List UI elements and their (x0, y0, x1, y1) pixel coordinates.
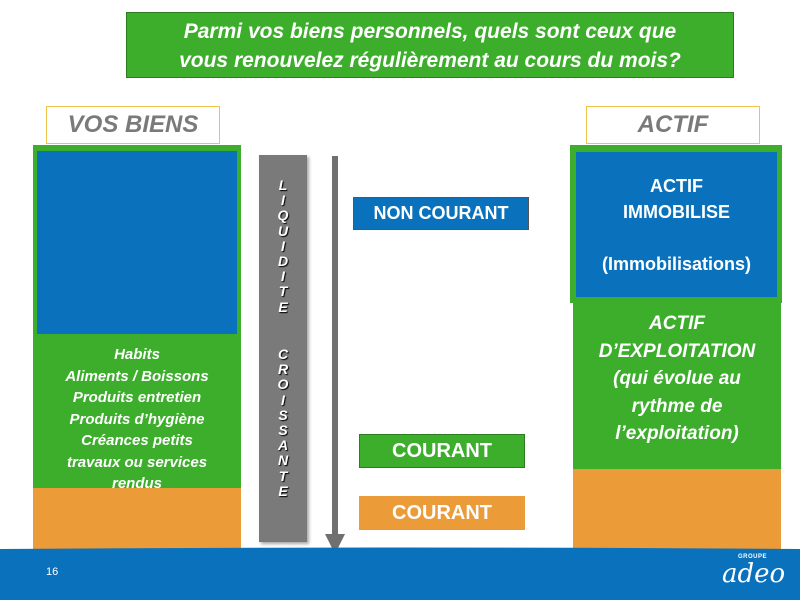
text-line: ACTIF (650, 176, 703, 196)
letter: I (281, 192, 285, 209)
actif-exploitation-text: ACTIF D’EXPLOITATION (qui évolue au ryth… (573, 310, 781, 448)
letter: E (278, 482, 288, 499)
text-line: D’EXPLOITATION (598, 340, 756, 362)
letter: I (281, 391, 285, 408)
adeo-logo: GROUPE adeo (718, 552, 785, 594)
letter: I (281, 237, 285, 254)
left-blue-block (37, 151, 237, 334)
letter: N (277, 452, 289, 469)
list-item: Produits d’hygiène (69, 410, 205, 428)
letter: I (281, 268, 285, 285)
letter: O (277, 376, 289, 393)
right-orange-block (573, 469, 781, 549)
text-line: rythme de (631, 395, 723, 417)
letter: Q (277, 207, 289, 224)
letter: S (278, 422, 288, 439)
vos-biens-header: VOS BIENS (46, 106, 220, 144)
current-assets-list: Habits Aliments / Boissons Produits entr… (33, 344, 241, 495)
actif-header: ACTIF (586, 106, 760, 144)
letter: R (277, 361, 289, 378)
text-line: (Immobilisations) (601, 254, 751, 274)
list-item: Produits entretien (72, 389, 202, 406)
liquidite-vertical-text: L I Q U I D I T E (259, 177, 307, 315)
question-line-1: Parmi vos biens personnels, quels sont c… (183, 20, 677, 43)
text-line: (qui évolue au (613, 368, 741, 389)
croissante-vertical-text: C R O I S S A N T E (259, 346, 307, 499)
page-number: 16 (46, 566, 59, 578)
actif-immobilise-text: ACTIF IMMOBILISE (Immobilisations) (576, 173, 777, 277)
question-line-2: vous renouvelez régulièrement au cours d… (179, 49, 681, 72)
letter: E (278, 298, 288, 315)
letter: T (278, 467, 288, 484)
letter: S (278, 406, 288, 423)
courant-orange-label: COURANT (359, 496, 525, 530)
list-item: travaux ou services (66, 453, 208, 471)
actif-immobilise-block (576, 152, 777, 297)
logo-groupe-text: GROUPE (738, 554, 768, 560)
courant-green-label: COURANT (359, 434, 525, 468)
liquidity-bar (259, 155, 307, 542)
text-line (576, 225, 777, 251)
letter: T (278, 283, 288, 300)
footer-wave (0, 547, 800, 560)
text-line: ACTIF (649, 313, 705, 334)
list-item: rendus (111, 475, 162, 492)
down-arrow-shaft (332, 156, 338, 536)
letter: A (277, 437, 289, 454)
logo-adeo-text: adeo (722, 559, 786, 589)
text-line: IMMOBILISE (623, 202, 730, 222)
letter: U (277, 222, 289, 239)
list-item: Habits (114, 346, 160, 363)
letter: D (277, 253, 289, 270)
left-orange-block (33, 488, 241, 550)
non-courant-label: NON COURANT (353, 197, 529, 230)
question-banner: Parmi vos biens personnels, quels sont c… (126, 12, 734, 78)
letter: C (277, 346, 289, 362)
list-item: Créances petits (81, 432, 193, 449)
letter: L (278, 177, 288, 193)
text-line: l’exploitation) (615, 423, 739, 444)
actif-exploitation-block (573, 303, 781, 469)
list-item: Aliments / Boissons (65, 367, 209, 385)
